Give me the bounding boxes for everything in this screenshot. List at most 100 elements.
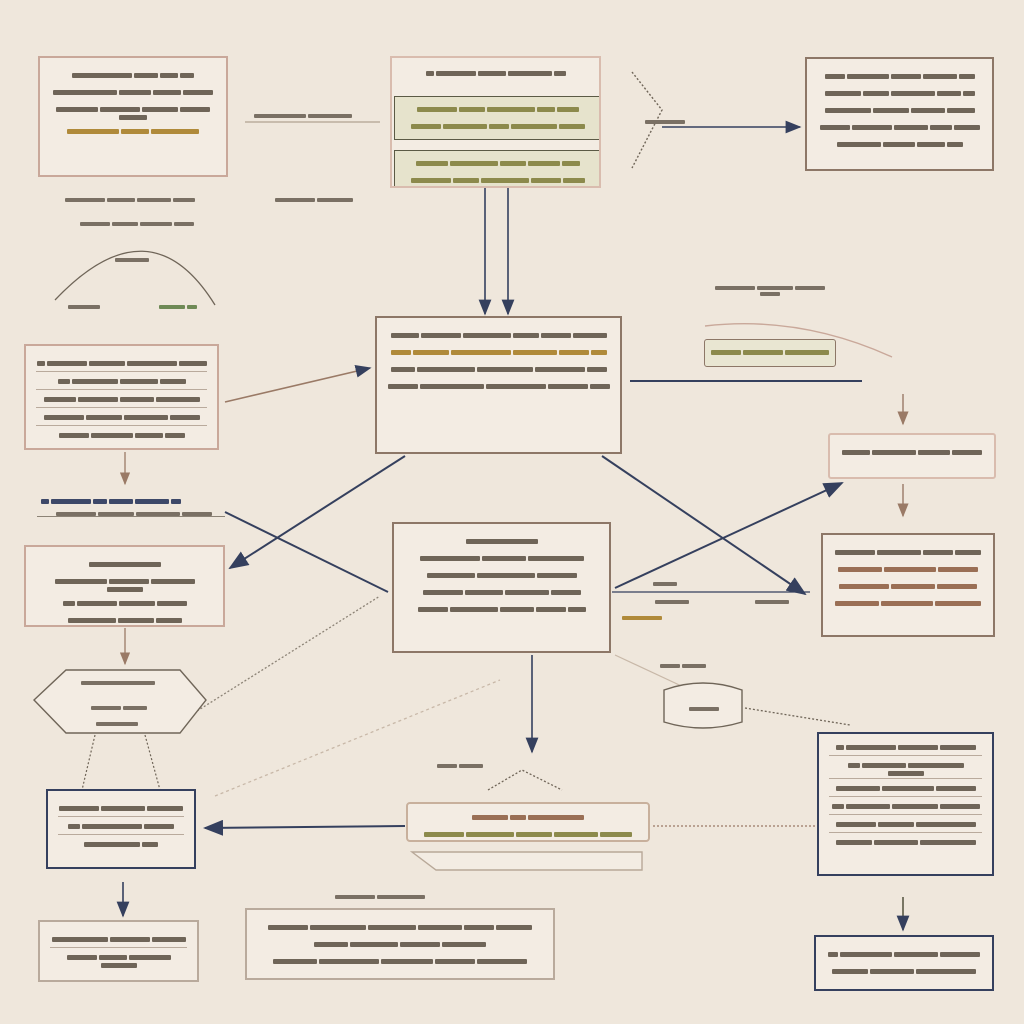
node-line	[58, 802, 184, 817]
illegible-text-stroke	[466, 832, 514, 837]
illegible-text-stroke	[499, 607, 534, 612]
illegible-text-stroke	[67, 129, 119, 134]
illegible-text-stroke	[485, 384, 546, 389]
illegible-text-stroke	[319, 959, 379, 964]
node-line	[50, 125, 216, 139]
illegible-text-stroke	[464, 590, 503, 595]
illegible-text-stroke	[550, 590, 581, 595]
edge-mid-left-upper-to-center-upper	[224, 365, 372, 403]
illegible-text-stroke	[415, 161, 448, 166]
illegible-text-stroke	[476, 573, 535, 578]
illegible-text-stroke	[567, 607, 586, 612]
illegible-text-stroke	[442, 124, 487, 129]
node-line	[387, 363, 610, 377]
illegible-text-stroke	[119, 115, 147, 120]
illegible-text-stroke	[68, 824, 80, 829]
note-top-left-arc-right	[156, 305, 200, 309]
illegible-text-stroke	[142, 107, 178, 112]
note-band-top	[432, 764, 488, 768]
illegible-text-stroke	[77, 397, 118, 402]
illegible-text-stroke	[939, 745, 976, 750]
node-line	[257, 921, 543, 935]
illegible-text-stroke	[268, 925, 308, 930]
node-right-pill-small	[704, 339, 836, 367]
illegible-text-stroke	[890, 74, 921, 79]
illegible-text-stroke	[840, 952, 892, 957]
node-bottom-left-navy	[46, 789, 196, 869]
illegible-text-stroke	[828, 952, 838, 957]
node-line	[50, 103, 216, 122]
node-line	[833, 546, 983, 560]
illegible-text-stroke	[173, 198, 195, 202]
illegible-text-stroke	[54, 579, 107, 584]
illegible-text-stroke	[412, 350, 449, 355]
node-line	[36, 411, 207, 426]
illegible-text-stroke	[851, 125, 892, 130]
illegible-text-stroke	[711, 350, 741, 355]
node-line	[829, 800, 982, 815]
node-bottom-right-navy	[817, 732, 994, 876]
illegible-text-stroke	[838, 567, 882, 572]
illegible-text-stroke	[715, 286, 755, 290]
illegible-text-stroke	[85, 415, 122, 420]
illegible-text-stroke	[81, 681, 155, 685]
edge-center-lower-to-right-pill	[614, 482, 844, 589]
illegible-text-stroke	[187, 305, 197, 309]
illegible-text-stroke	[935, 601, 981, 606]
illegible-text-stroke	[459, 764, 483, 768]
illegible-text-stroke	[953, 125, 980, 130]
illegible-text-stroke	[845, 804, 890, 809]
illegible-text-stroke	[420, 333, 461, 338]
illegible-text-stroke	[180, 73, 194, 78]
illegible-text-stroke	[410, 178, 451, 183]
illegible-text-stroke	[915, 822, 976, 827]
node-line	[829, 759, 982, 779]
illegible-text-stroke	[589, 384, 610, 389]
illegible-text-stroke	[121, 129, 149, 134]
illegible-text-stroke	[134, 433, 163, 438]
illegible-text-stroke	[410, 124, 441, 129]
illegible-text-stroke	[645, 120, 685, 124]
edge-dashed-diagonal-a	[169, 595, 381, 729]
illegible-text-stroke	[872, 108, 909, 113]
illegible-text-stroke	[910, 108, 945, 113]
illegible-text-stroke	[572, 333, 607, 338]
node-mid-left-upper	[24, 344, 219, 450]
node-line	[840, 446, 984, 460]
illegible-text-stroke	[590, 350, 607, 355]
illegible-text-stroke	[472, 815, 508, 820]
node-top-center-inner-a	[394, 96, 599, 140]
illegible-text-stroke	[119, 90, 151, 95]
illegible-text-stroke	[795, 286, 825, 290]
illegible-text-stroke	[155, 397, 200, 402]
node-right-middle	[821, 533, 995, 637]
illegible-text-stroke	[67, 618, 116, 623]
illegible-text-stroke	[437, 764, 457, 768]
illegible-text-stroke	[946, 142, 963, 147]
illegible-text-stroke	[938, 567, 978, 572]
illegible-text-stroke	[937, 584, 977, 589]
illegible-text-stroke	[835, 822, 876, 827]
illegible-text-stroke	[935, 786, 976, 791]
illegible-text-stroke	[98, 955, 127, 960]
illegible-text-stroke	[653, 582, 677, 586]
illegible-text-stroke	[534, 367, 585, 372]
illegible-text-stroke	[140, 222, 172, 226]
node-top-right	[805, 57, 994, 171]
node-line	[36, 429, 207, 443]
illegible-text-stroke	[180, 107, 210, 112]
node-line	[50, 86, 216, 100]
illegible-text-stroke	[101, 806, 145, 811]
illegible-text-stroke	[425, 71, 434, 76]
illegible-text-stroke	[887, 771, 924, 776]
illegible-text-stroke	[171, 499, 181, 504]
illegible-text-stroke	[109, 937, 150, 942]
cylinder-shape	[663, 682, 743, 729]
illegible-text-stroke	[417, 607, 448, 612]
node-line	[404, 586, 599, 600]
node-line	[36, 614, 213, 625]
node-line	[829, 818, 982, 833]
illegible-text-stroke	[400, 942, 440, 947]
illegible-text-stroke	[923, 550, 953, 555]
